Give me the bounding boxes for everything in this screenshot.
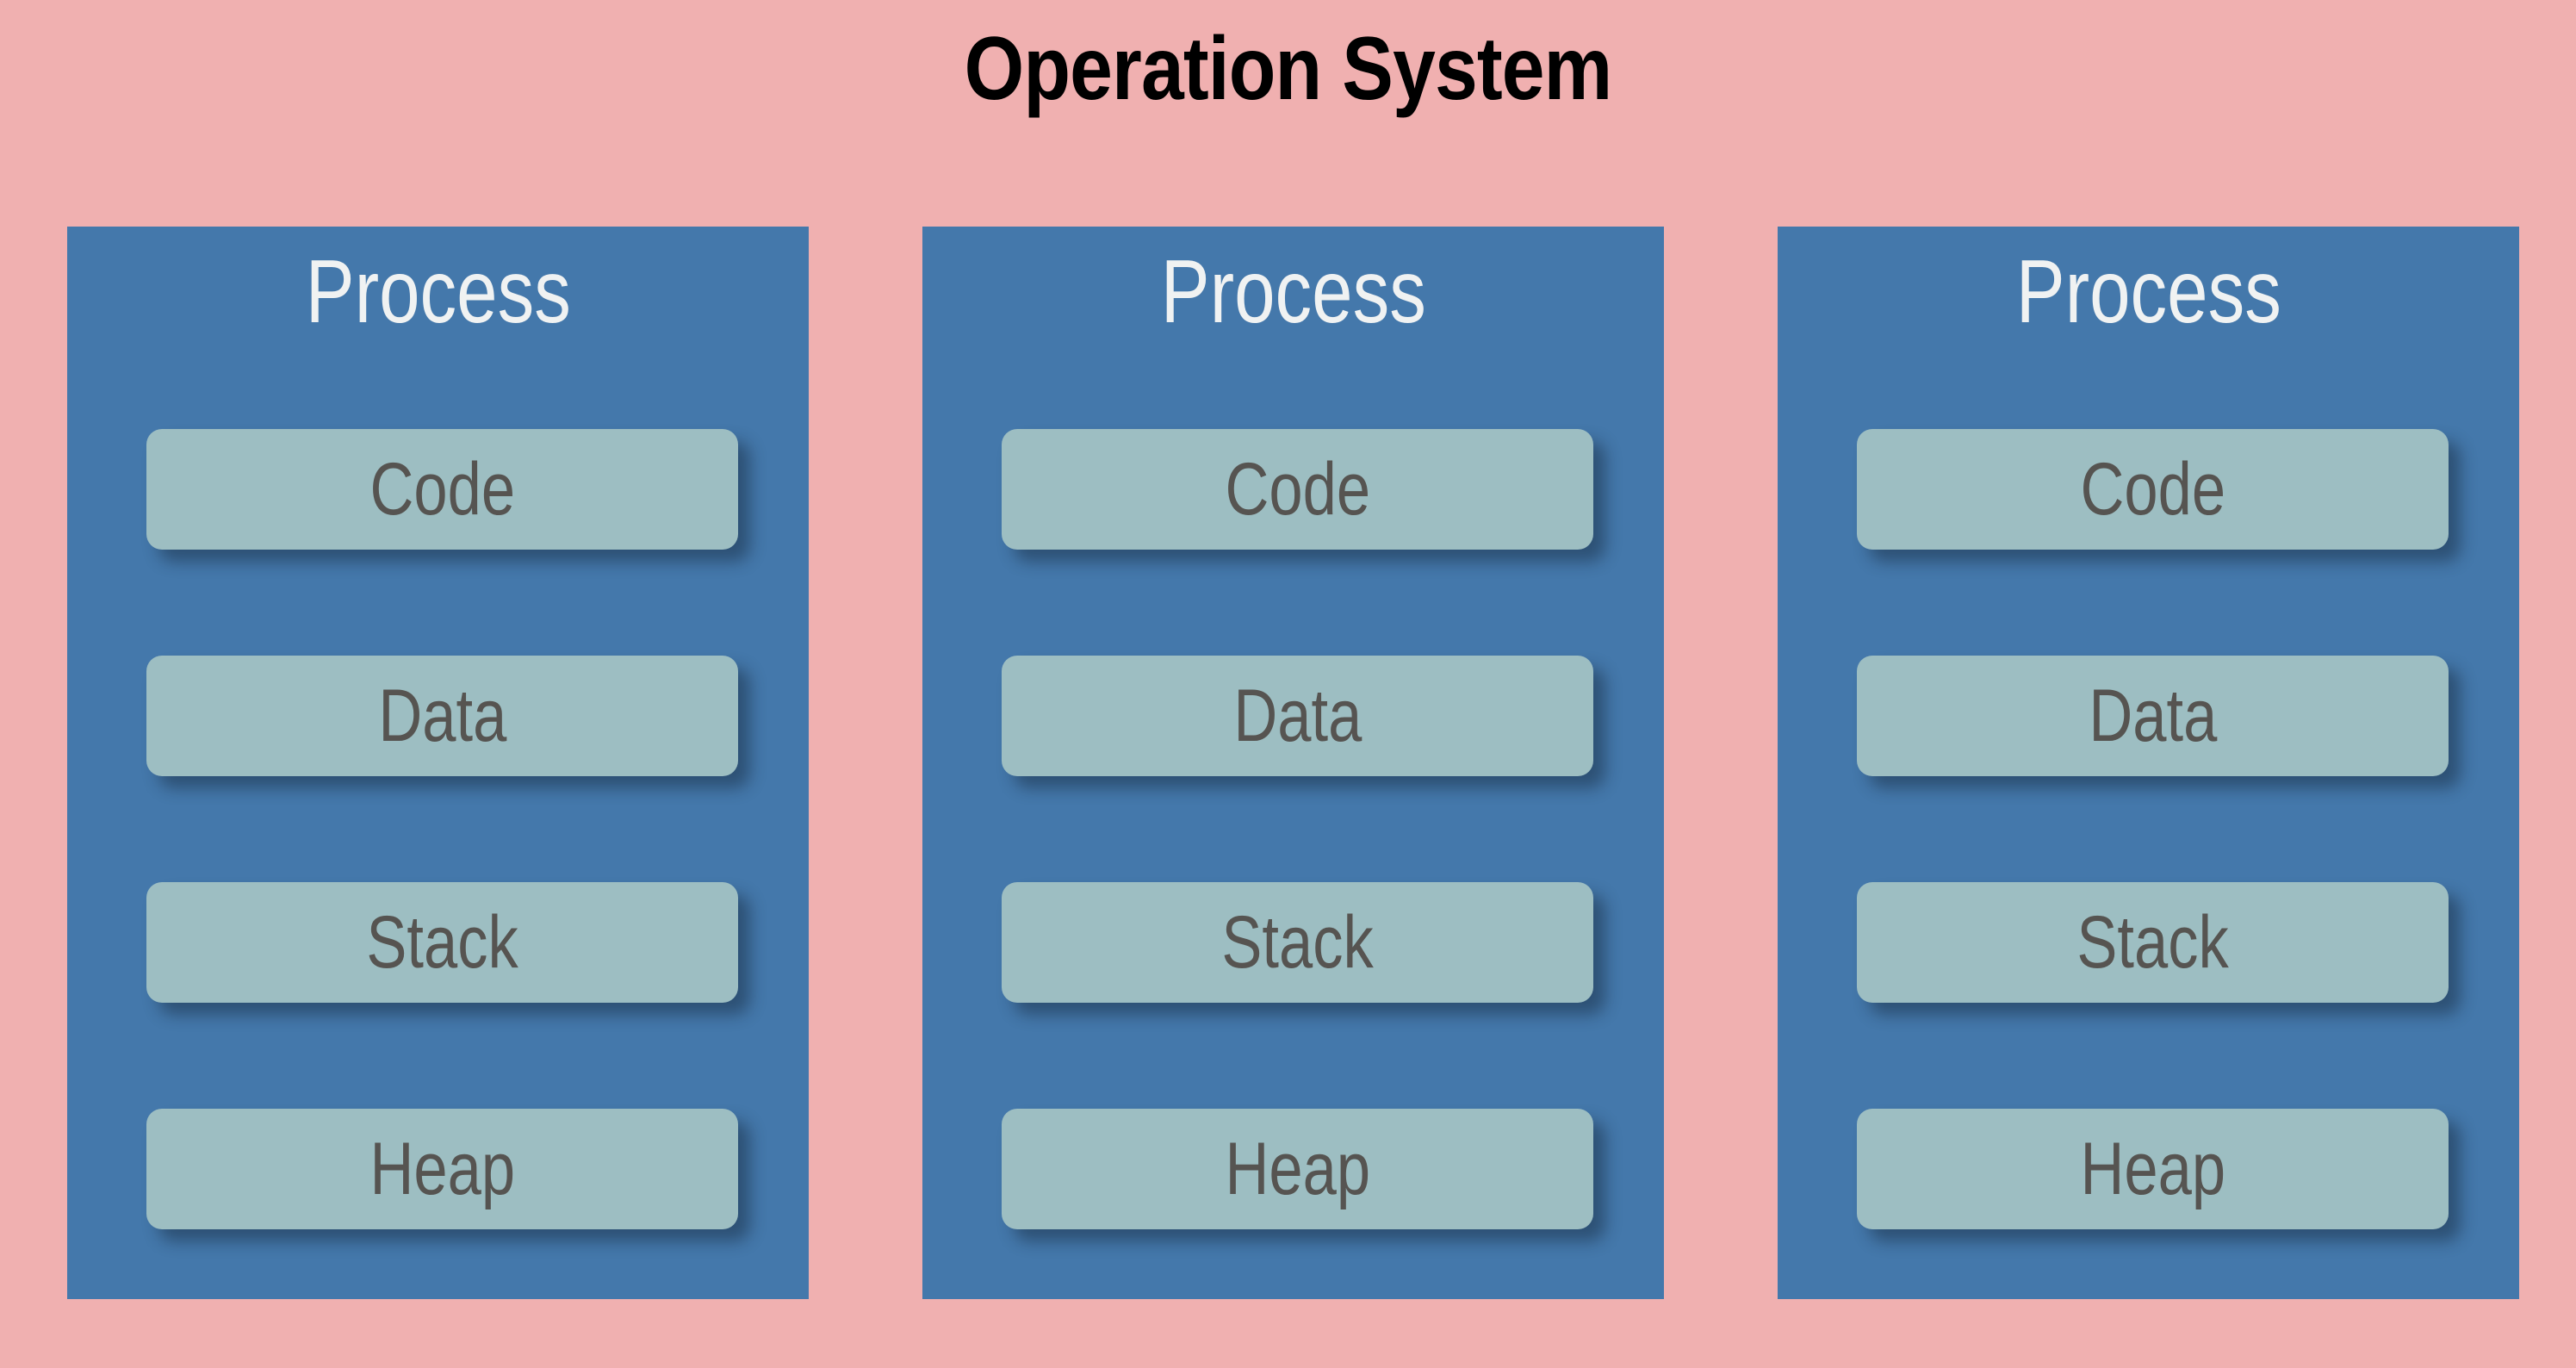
memory-segment-label: Data	[2089, 675, 2217, 757]
memory-segment-data[interactable]: Data	[1002, 656, 1593, 776]
process-heading: Process	[305, 242, 571, 342]
memory-segment-stack[interactable]: Stack	[1857, 882, 2449, 1003]
page-title: Operation System	[964, 19, 1613, 119]
memory-segment-heap[interactable]: Heap	[1857, 1109, 2449, 1229]
process-panel-1[interactable]: Process Code Data Stack Heap	[67, 227, 809, 1299]
process-panel-2[interactable]: Process Code Data Stack Heap	[922, 227, 1664, 1299]
memory-segment-data[interactable]: Data	[146, 656, 738, 776]
memory-segment-label: Stack	[1221, 901, 1374, 984]
memory-segment-list: Code Data Stack Heap	[1002, 429, 1593, 1229]
memory-segment-heap[interactable]: Heap	[146, 1109, 738, 1229]
memory-segment-label: Heap	[2080, 1128, 2225, 1210]
process-list: Process Code Data Stack Heap Process	[67, 227, 2519, 1299]
memory-segment-label: Data	[1233, 675, 1362, 757]
memory-segment-code[interactable]: Code	[1002, 429, 1593, 550]
memory-segment-label: Stack	[2076, 901, 2229, 984]
memory-segment-label: Heap	[1225, 1128, 1370, 1210]
memory-segment-label: Code	[1225, 448, 1370, 531]
memory-segment-list: Code Data Stack Heap	[146, 429, 738, 1229]
memory-segment-code[interactable]: Code	[146, 429, 738, 550]
memory-segment-code[interactable]: Code	[1857, 429, 2449, 550]
memory-segment-label: Data	[378, 675, 506, 757]
memory-segment-stack[interactable]: Stack	[1002, 882, 1593, 1003]
process-heading: Process	[2015, 242, 2281, 342]
memory-segment-data[interactable]: Data	[1857, 656, 2449, 776]
process-panel-3[interactable]: Process Code Data Stack Heap	[1778, 227, 2519, 1299]
memory-segment-label: Code	[369, 448, 515, 531]
memory-segment-list: Code Data Stack Heap	[1857, 429, 2449, 1229]
memory-segment-heap[interactable]: Heap	[1002, 1109, 1593, 1229]
memory-segment-label: Heap	[369, 1128, 515, 1210]
memory-segment-label: Stack	[366, 901, 518, 984]
process-heading: Process	[1160, 242, 1426, 342]
memory-segment-label: Code	[2080, 448, 2225, 531]
memory-segment-stack[interactable]: Stack	[146, 882, 738, 1003]
